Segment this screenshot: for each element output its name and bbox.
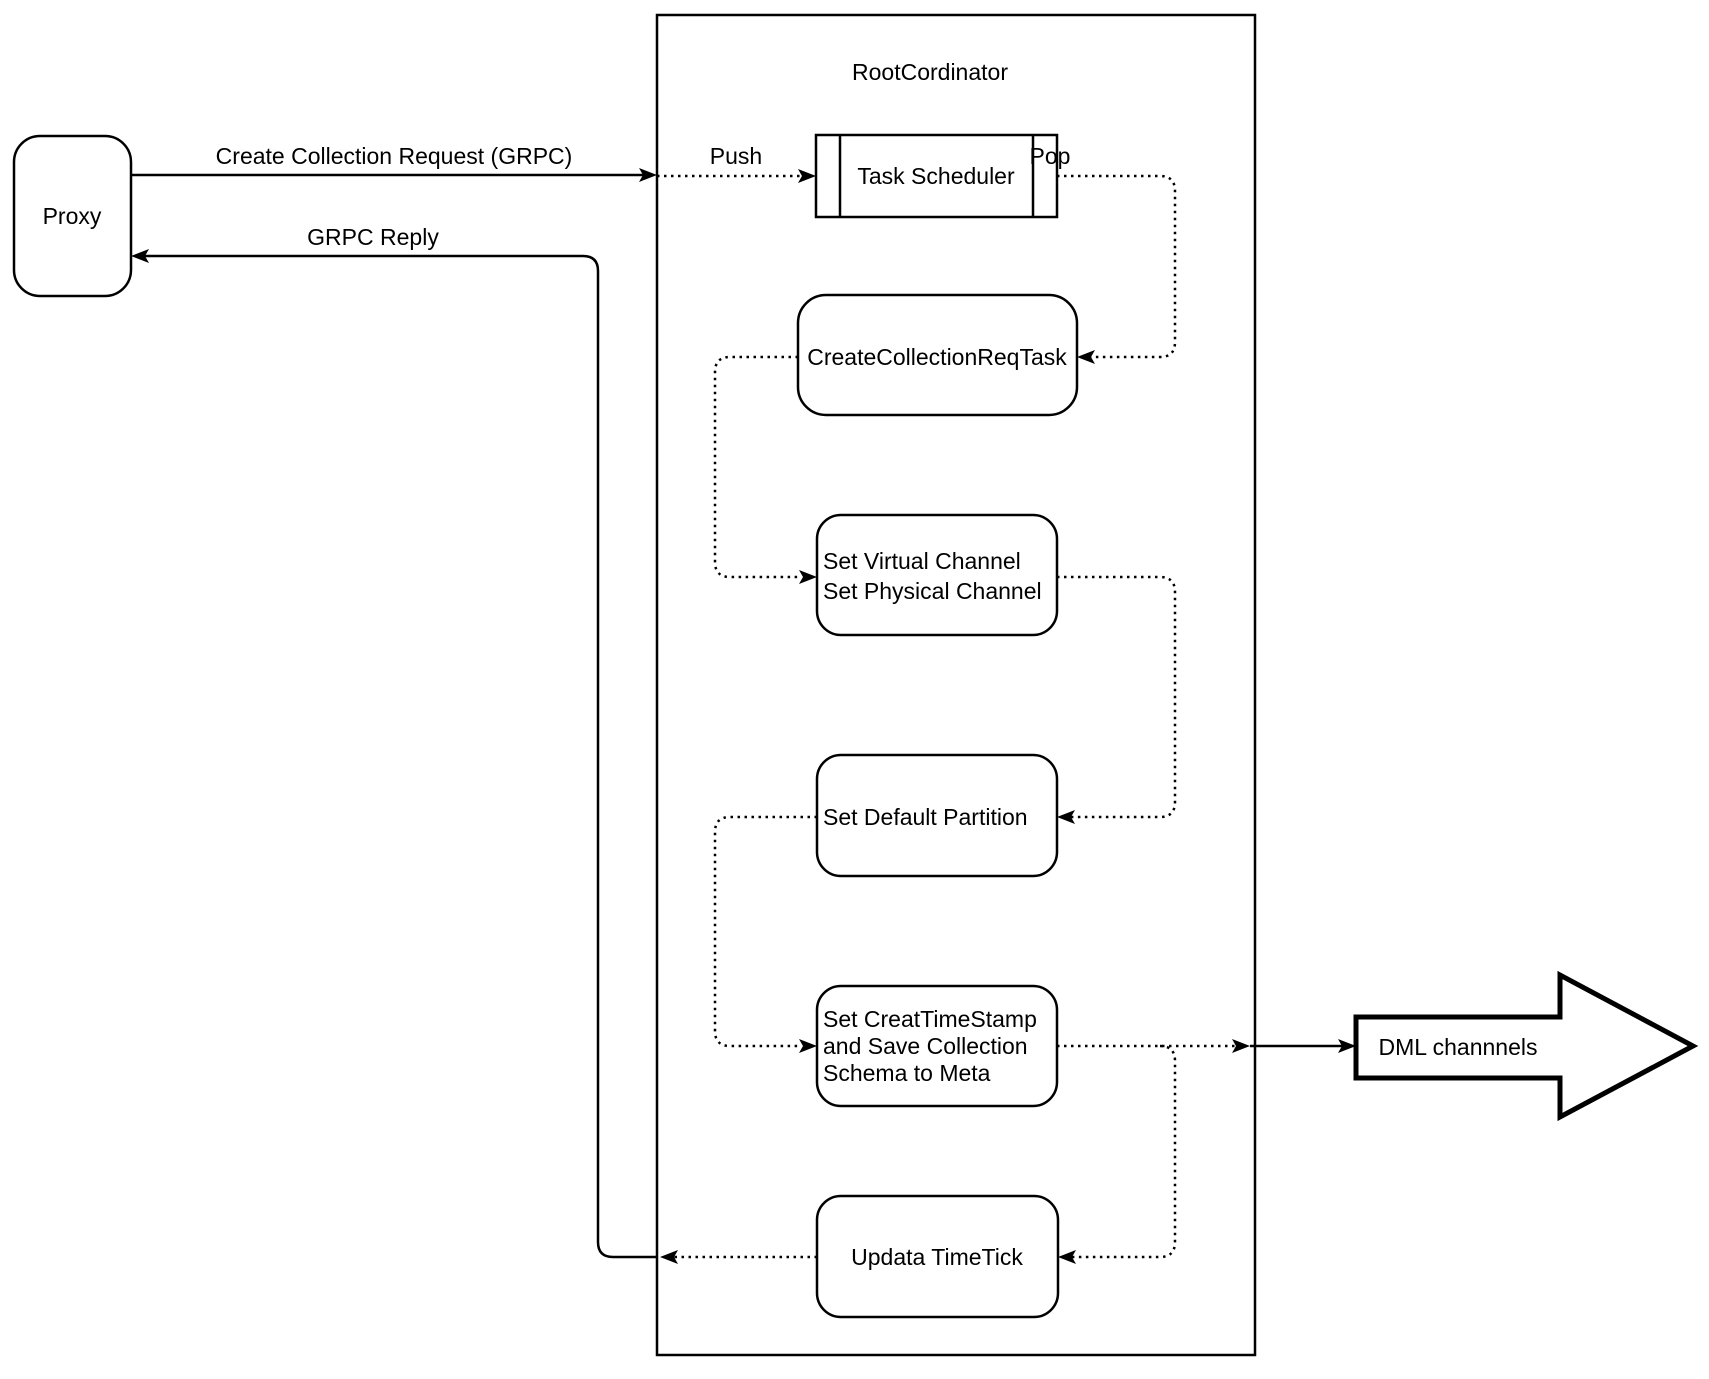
set-create-timestamp-label-line2: and Save Collection [823, 1033, 1028, 1059]
node-update-timetick: Updata TimeTick [815, 1194, 1060, 1319]
dml-channels-arrow-shape [1353, 970, 1699, 1122]
node-set-default-partition: Set Default Partition [815, 753, 1059, 878]
task-scheduler-box [814, 133, 1059, 219]
pop-label: Pop [1030, 143, 1071, 169]
task-scheduler-label: Task Scheduler [857, 163, 1015, 189]
node-set-create-timestamp: Set CreatTimeStamp and Save Collection S… [815, 984, 1059, 1108]
create-collection-request-label: Create Collection Request (GRPC) [216, 143, 573, 169]
arrowhead-into-update-timetick [1058, 1250, 1076, 1264]
edge-grpc-reply: GRPC Reply [131, 224, 817, 1264]
edge-container-to-dml-channels [1250, 1039, 1356, 1053]
grpc-reply-solid-line [145, 254, 657, 1259]
edge-create-collection-request: Create Collection Request (GRPC) [131, 143, 657, 182]
node-set-channels: Set Virtual Channel Set Physical Channel [815, 513, 1059, 637]
arrowhead-at-container-left-edge [660, 1250, 678, 1264]
default-partition-to-timestamp-line [713, 815, 817, 1048]
timestamp-to-update-timetick-line [1072, 1044, 1177, 1259]
node-root-coordinator: RootCordinator [655, 13, 1257, 1357]
edge-set-channels-to-default-partition [1057, 575, 1177, 824]
arrowhead-into-dml-channels [1338, 1039, 1356, 1053]
set-default-partition-box [815, 753, 1059, 878]
arrowhead-into-set-channels [799, 570, 817, 584]
edge-reqtask-to-set-channels [713, 355, 817, 584]
update-timetick-label: Updata TimeTick [851, 1244, 1023, 1270]
arrowhead-into-root-coordinator [639, 168, 657, 182]
node-dml-channels: DML channnels [1353, 970, 1699, 1122]
proxy-box [12, 134, 133, 298]
node-create-collection-req-task: CreateCollectionReqTask [796, 293, 1079, 417]
create-collection-req-task-label: CreateCollectionReqTask [807, 344, 1067, 370]
edge-pop: Pop [1030, 143, 1177, 364]
edge-default-partition-to-timestamp [713, 815, 817, 1053]
edge-timestamp-to-update-timetick [1058, 1044, 1177, 1264]
arrowhead-into-proxy [131, 249, 149, 263]
root-coordinator-box [655, 13, 1257, 1357]
dml-channels-label: DML channnels [1379, 1034, 1538, 1060]
pop-line [1057, 174, 1177, 359]
edge-timestamp-to-dml [1057, 1039, 1250, 1053]
node-task-scheduler: Task Scheduler [814, 133, 1059, 219]
arrowhead-into-task-scheduler [798, 169, 816, 183]
root-coordinator-label: RootCordinator [852, 59, 1008, 85]
set-default-partition-label: Set Default Partition [823, 804, 1028, 830]
set-create-timestamp-label-line3: Schema to Meta [823, 1060, 991, 1086]
edge-push: Push [657, 143, 816, 183]
arrowhead-into-create-collection-req-task [1077, 350, 1095, 364]
arrowhead-at-container-right-edge [1232, 1039, 1250, 1053]
set-channels-to-default-partition-line [1057, 575, 1177, 819]
proxy-label: Proxy [43, 203, 102, 229]
set-create-timestamp-label-line1: Set CreatTimeStamp [823, 1006, 1037, 1032]
set-channels-label-line2: Set Physical Channel [823, 578, 1042, 604]
set-channels-box [815, 513, 1059, 637]
grpc-reply-label: GRPC Reply [307, 224, 439, 250]
arrowhead-into-set-create-timestamp [799, 1039, 817, 1053]
arrowhead-into-set-default-partition [1057, 810, 1075, 824]
set-channels-label-line1: Set Virtual Channel [823, 548, 1021, 574]
node-proxy: Proxy [12, 134, 133, 298]
create-collection-req-task-box [796, 293, 1079, 417]
push-label: Push [710, 143, 762, 169]
